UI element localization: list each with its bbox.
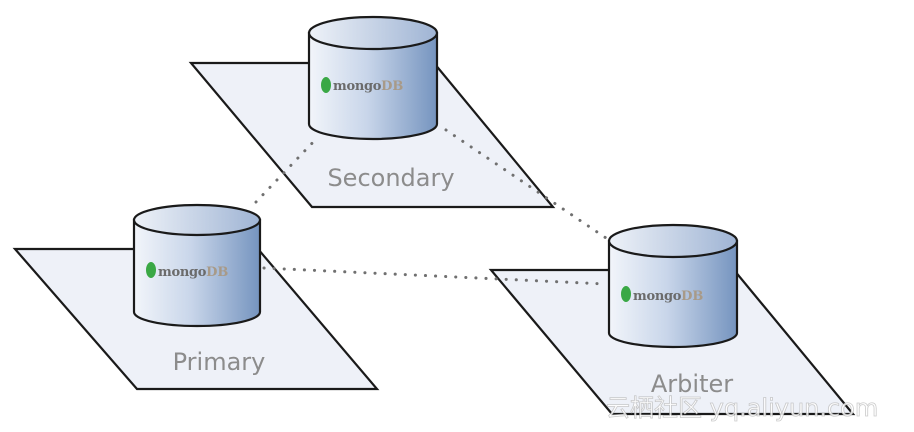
link-secondary-arbiter xyxy=(444,128,608,240)
mongodb-leaf-icon xyxy=(621,286,631,302)
primary-mongodb-logo: mongoDB xyxy=(146,262,228,280)
mongodb-leaf-icon xyxy=(321,77,331,93)
svg-text:mongoDB: mongoDB xyxy=(333,79,403,94)
logo-db-text: DB xyxy=(681,289,703,304)
primary-label: Primary xyxy=(173,348,266,376)
mongodb-leaf-icon xyxy=(146,262,156,278)
logo-mongo-text: mongo xyxy=(158,265,207,280)
logo-db-text: DB xyxy=(381,79,403,94)
secondary-mongodb-logo: mongoDB xyxy=(321,77,403,94)
logo-db-text: DB xyxy=(206,265,228,280)
watermark: 云栖社区 yq.aliyun.com xyxy=(606,394,878,422)
primary-database-icon: mongoDB xyxy=(132,203,262,328)
logo-mongo-text: mongo xyxy=(333,79,382,94)
arbiter-mongodb-logo: mongoDB xyxy=(621,286,703,304)
arbiter-label: Arbiter xyxy=(651,370,733,398)
link-primary-arbiter xyxy=(262,266,608,286)
arbiter-database-icon: mongoDB xyxy=(607,223,739,349)
secondary-database-icon: mongoDB xyxy=(307,15,439,141)
secondary-label: Secondary xyxy=(327,164,454,192)
svg-text:mongoDB: mongoDB xyxy=(158,265,228,280)
logo-mongo-text: mongo xyxy=(633,289,682,304)
svg-text:mongoDB: mongoDB xyxy=(633,289,703,304)
